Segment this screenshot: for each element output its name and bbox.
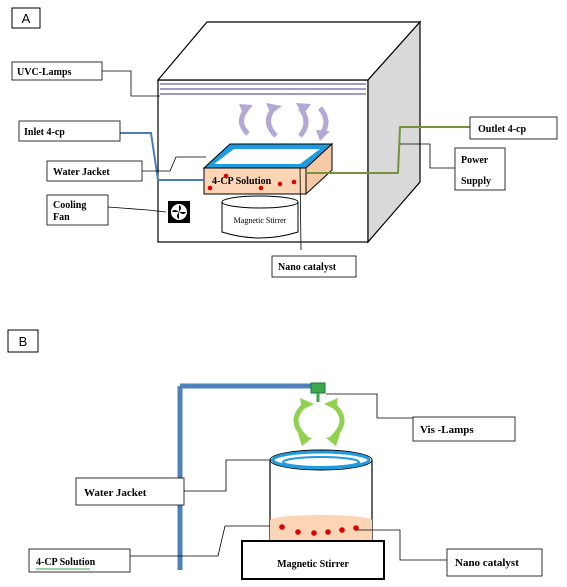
leader-lines-b — [130, 393, 447, 561]
label-water-jacket-a: Water Jacket — [46, 160, 143, 182]
magnetic-stirrer-a: Magnetic Stirrer — [221, 195, 299, 239]
reaction-beaker — [269, 449, 373, 540]
leader-lines-a — [102, 70, 455, 251]
outlet-line — [306, 126, 470, 174]
vis-lamp-head — [310, 382, 326, 394]
svg-text:Outlet 4-cp: Outlet 4-cp — [478, 124, 526, 135]
panel-b: B — [7, 329, 543, 580]
svg-text:Nano catalyst: Nano catalyst — [455, 557, 519, 569]
svg-text:Nano catalyst: Nano catalyst — [278, 262, 337, 273]
svg-text:Power: Power — [461, 155, 489, 166]
uvc-lamps — [160, 83, 366, 95]
svg-text:Water Jacket: Water Jacket — [53, 167, 110, 178]
svg-text:4-CP Solution: 4-CP Solution — [36, 557, 96, 568]
label-solution-b: 4-CP Solution — [28, 548, 131, 573]
water-jacket-inner — [214, 149, 320, 164]
cooling-fan-icon — [168, 201, 190, 223]
chamber-side — [367, 20, 421, 244]
solution-vessel-front — [203, 167, 307, 195]
label-nano-catalyst-a: Nano catalyst — [271, 255, 357, 278]
panel-b-letter: B — [19, 334, 28, 349]
uv-radiation-arrows — [239, 103, 330, 141]
label-nano-catalyst-b: Nano catalyst — [446, 548, 543, 577]
vis-radiation-arrows — [293, 398, 345, 446]
inlet-line — [120, 132, 204, 181]
label-vis-lamps: Vis -Lamps — [412, 416, 516, 442]
solution-label-a: 4-CP Solution — [212, 176, 272, 187]
svg-text:Fan: Fan — [53, 212, 70, 223]
svg-text:UVC-Lamps: UVC-Lamps — [17, 67, 72, 78]
label-inlet: Inlet 4-cp — [18, 120, 121, 142]
label-cooling-fan: Cooling Fan — [46, 194, 109, 226]
svg-text:Water Jacket: Water Jacket — [84, 487, 147, 499]
magnetic-stirrer-b: Magnetic Stirrer — [241, 540, 385, 580]
panel-b-letter-box — [7, 329, 39, 353]
panel-a-letter-box — [11, 7, 41, 29]
label-uvc-lamps: UVC-Lamps — [11, 61, 103, 81]
svg-text:Vis -Lamps: Vis -Lamps — [420, 424, 474, 436]
svg-text:Cooling: Cooling — [53, 200, 86, 211]
panel-a-letter: A — [22, 11, 31, 26]
stirrer-label-a: Magnetic Stirrer — [234, 216, 287, 225]
panel-a: A 4-CP Solution — [11, 7, 558, 278]
label-power-supply: Power Supply — [454, 147, 506, 191]
label-water-jacket-b: Water Jacket — [75, 477, 185, 506]
nano-catalyst-dots-a — [207, 173, 297, 191]
solution-vessel-side — [305, 142, 333, 196]
nano-catalyst-dots-b — [279, 524, 359, 536]
svg-text:Supply: Supply — [461, 176, 491, 187]
svg-text:Inlet 4-cp: Inlet 4-cp — [24, 127, 65, 138]
label-outlet: Outlet 4-cp — [469, 116, 558, 140]
stirrer-label-b: Magnetic Stirrer — [277, 559, 349, 570]
